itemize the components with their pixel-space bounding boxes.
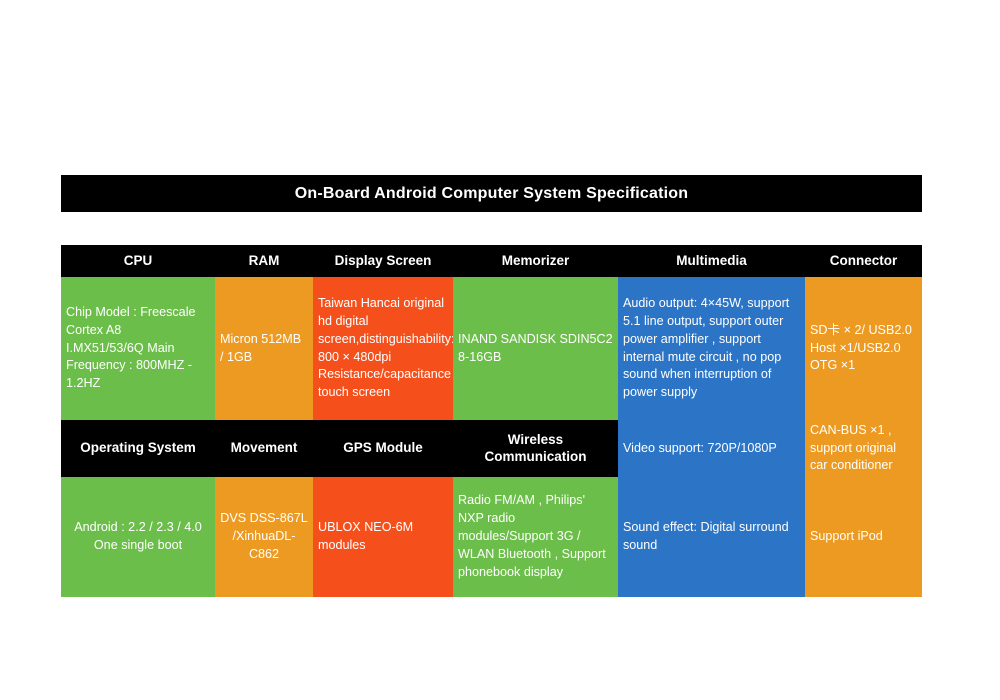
table-cell-cpu: Chip Model : Freescale Cortex A8 I.MX51/… bbox=[61, 277, 215, 420]
connector-canbus-text: CAN-BUS ×1 , support original car condit… bbox=[810, 422, 897, 473]
connector-ipod-text: Support iPod bbox=[810, 529, 883, 544]
table-cell-display-screen: Taiwan Hancai original hd digital screen… bbox=[313, 277, 453, 420]
table-cell-multimedia-sound: Sound effect: Digital surround sound bbox=[618, 477, 805, 597]
table-cell-movement: DVS DSS-867L /XinhuaDL-C862 bbox=[215, 477, 313, 597]
table-cell-operating-system: Android : 2.2 / 2.3 / 4.0 One single boo… bbox=[61, 477, 215, 597]
table-cell-wireless-communication: Radio FM/AM , Philips' NXP radio modules… bbox=[453, 477, 618, 597]
gps-module-text: UBLOX NEO-6M modules bbox=[318, 520, 414, 552]
cpu-text: Chip Model : Freescale Cortex A8 I.MX51/… bbox=[66, 304, 196, 391]
operating-system-text: Android : 2.2 / 2.3 / 4.0 One single boo… bbox=[74, 520, 202, 552]
table-header-ram: RAM bbox=[215, 245, 313, 277]
table-cell-gps-module: UBLOX NEO-6M modules bbox=[313, 477, 453, 597]
table-column-connector bbox=[805, 277, 922, 597]
movement-text: DVS DSS-867L /XinhuaDL-C862 bbox=[220, 511, 308, 561]
table-header-gps-module: GPS Module bbox=[313, 420, 453, 477]
table-cell-connector-ports: SD卡 × 2/ USB2.0 Host ×1/USB2.0 OTG ×1 bbox=[805, 277, 922, 420]
table-cell-multimedia-video: Video support: 720P/1080P bbox=[618, 420, 805, 477]
connector-ports-text: SD卡 × 2/ USB2.0 Host ×1/USB2.0 OTG ×1 bbox=[810, 322, 912, 373]
page-title: On-Board Android Computer System Specifi… bbox=[61, 175, 922, 212]
table-cell-ram: Micron 512MB / 1GB bbox=[215, 277, 313, 420]
memorizer-text: INAND SANDISK SDIN5C2 8-16GB bbox=[458, 331, 613, 364]
multimedia-sound-text: Sound effect: Digital surround sound bbox=[623, 520, 789, 552]
table-header-cpu: CPU bbox=[61, 245, 215, 277]
wireless-communication-text: Radio FM/AM , Philips' NXP radio modules… bbox=[458, 493, 606, 579]
multimedia-audio-text: Audio output: 4×45W, support 5.1 line ou… bbox=[623, 295, 790, 400]
table-header-operating-system: Operating System bbox=[61, 420, 215, 477]
table-header-connector: Connector bbox=[805, 245, 922, 277]
table-cell-connector-canbus: CAN-BUS ×1 , support original car condit… bbox=[805, 420, 922, 477]
table-header-memorizer: Memorizer bbox=[453, 245, 618, 277]
specification-table: CPU RAM Display Screen Memorizer Multime… bbox=[61, 245, 922, 597]
display-screen-text: Taiwan Hancai original hd digital screen… bbox=[318, 295, 453, 400]
ram-text: Micron 512MB / 1GB bbox=[220, 331, 302, 364]
table-cell-connector-ipod: Support iPod bbox=[805, 477, 922, 597]
table-cell-memorizer: INAND SANDISK SDIN5C2 8-16GB bbox=[453, 277, 618, 420]
table-cell-multimedia-audio: Audio output: 4×45W, support 5.1 line ou… bbox=[618, 277, 805, 420]
table-header-multimedia: Multimedia bbox=[618, 245, 805, 277]
table-header-movement: Movement bbox=[215, 420, 313, 477]
table-header-wireless-communication: Wireless Communication bbox=[453, 420, 618, 477]
table-column-multimedia bbox=[618, 277, 805, 597]
table-header-display-screen: Display Screen bbox=[313, 245, 453, 277]
multimedia-video-text: Video support: 720P/1080P bbox=[623, 440, 777, 455]
